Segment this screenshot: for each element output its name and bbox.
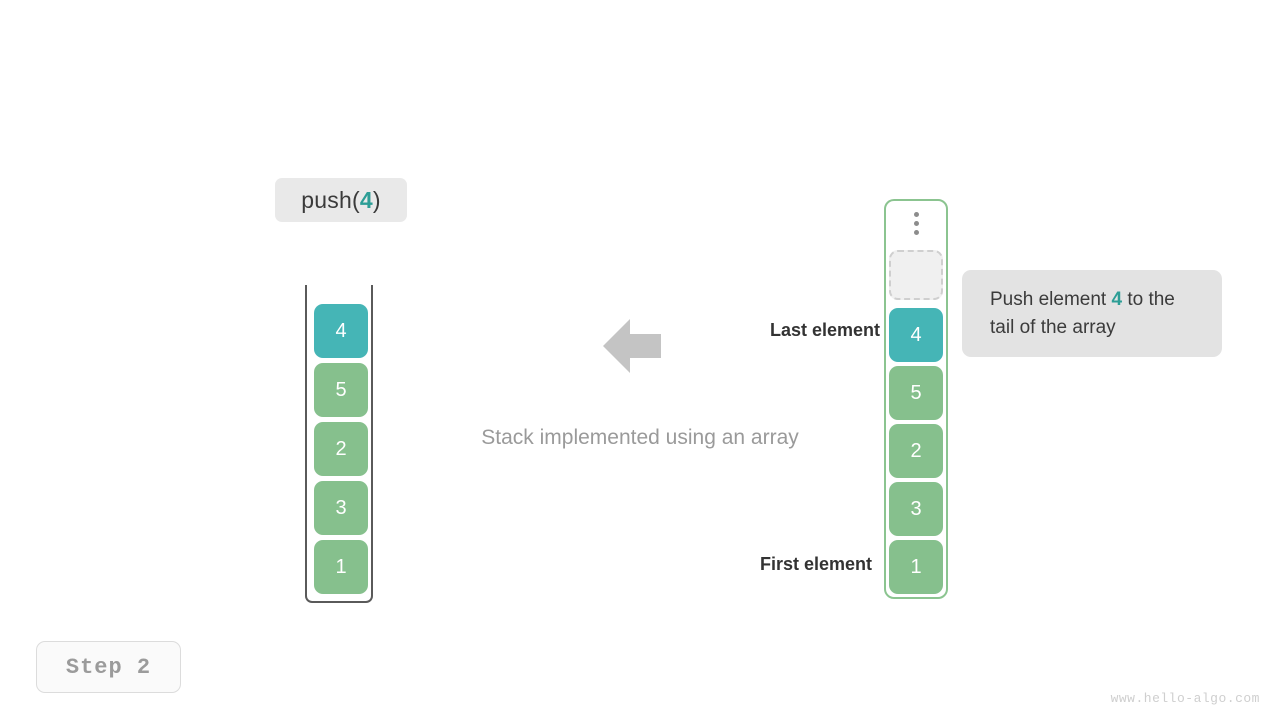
watermark: www.hello-algo.com (1110, 691, 1260, 706)
operation-suffix: ) (372, 186, 381, 213)
ellipsis-dot (913, 212, 919, 217)
stack-element-list: 4 5 2 3 1 (307, 304, 375, 594)
stack-element: 1 (314, 540, 368, 594)
tooltip-text-before: Push element (990, 289, 1112, 310)
tooltip-highlight-value: 4 (1111, 289, 1123, 310)
ellipsis-dot (913, 221, 919, 226)
vertical-ellipsis-icon (886, 212, 946, 235)
tooltip-callout: Push element 4 to the tail of the array (962, 270, 1222, 358)
operation-argument: 4 (359, 186, 373, 213)
array-container: 4 5 2 3 1 (884, 199, 948, 599)
array-element: 2 (889, 424, 943, 478)
arrow-left-icon (603, 319, 661, 373)
stack-container: 4 5 2 3 1 (305, 285, 373, 603)
array-empty-slot (889, 250, 943, 300)
diagram-caption: Stack implemented using an array (481, 426, 799, 449)
stack-element: 4 (314, 304, 368, 358)
step-badge: Step 2 (36, 641, 181, 693)
operation-label: push(4) (275, 178, 407, 222)
label-first-element: First element (759, 554, 872, 574)
tooltip-text-after: to the tail of the array (990, 289, 1175, 338)
array-element-list: 4 5 2 3 1 (886, 308, 946, 594)
array-element: 5 (889, 366, 943, 420)
stack-element: 3 (314, 481, 368, 535)
array-element: 1 (889, 540, 943, 594)
array-element: 3 (889, 482, 943, 536)
stack-element: 5 (314, 363, 368, 417)
label-last-element: Last element (769, 320, 880, 340)
stack-element: 2 (314, 422, 368, 476)
ellipsis-dot (913, 230, 919, 235)
operation-prefix: push( (301, 186, 360, 213)
array-element: 4 (889, 308, 943, 362)
